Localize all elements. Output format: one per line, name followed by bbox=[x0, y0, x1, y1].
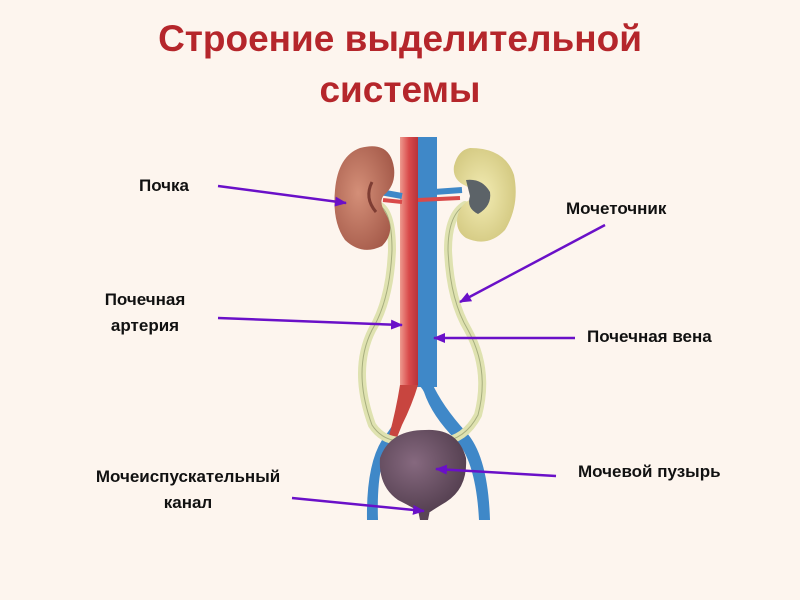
kidney-left bbox=[334, 146, 395, 250]
label-renal-artery-line-1: Почечная bbox=[104, 290, 186, 309]
title-line-1: Строение выделительной bbox=[158, 18, 642, 59]
label-renal-artery: Почечная артерия bbox=[92, 287, 198, 339]
label-kidney: Почка bbox=[139, 176, 190, 195]
label-urethra-line-2: канал bbox=[163, 493, 213, 512]
pointer-urethra bbox=[291, 496, 425, 515]
kidney-right bbox=[453, 148, 516, 242]
pointer-bladder bbox=[435, 464, 557, 478]
pointer-ureter bbox=[459, 223, 606, 304]
title-line-2: системы bbox=[319, 69, 481, 110]
label-ureter: Мочеточник bbox=[566, 199, 667, 218]
pointer-renal-artery bbox=[217, 316, 403, 330]
label-renal-vein: Почечная вена bbox=[587, 327, 712, 346]
aorta bbox=[389, 137, 418, 440]
pointer-kidney bbox=[217, 184, 347, 207]
renal-artery-right bbox=[417, 196, 461, 202]
renal-artery-left bbox=[382, 198, 403, 204]
label-urethra-line-1: Мочеиспускательный bbox=[95, 467, 281, 486]
label-bladder: Мочевой пузырь bbox=[578, 462, 721, 481]
bladder bbox=[379, 429, 467, 520]
label-urethra: Мочеиспускательный канал bbox=[68, 464, 308, 516]
renal-vein-right bbox=[433, 187, 463, 195]
label-renal-artery-line-2: артерия bbox=[110, 316, 180, 335]
